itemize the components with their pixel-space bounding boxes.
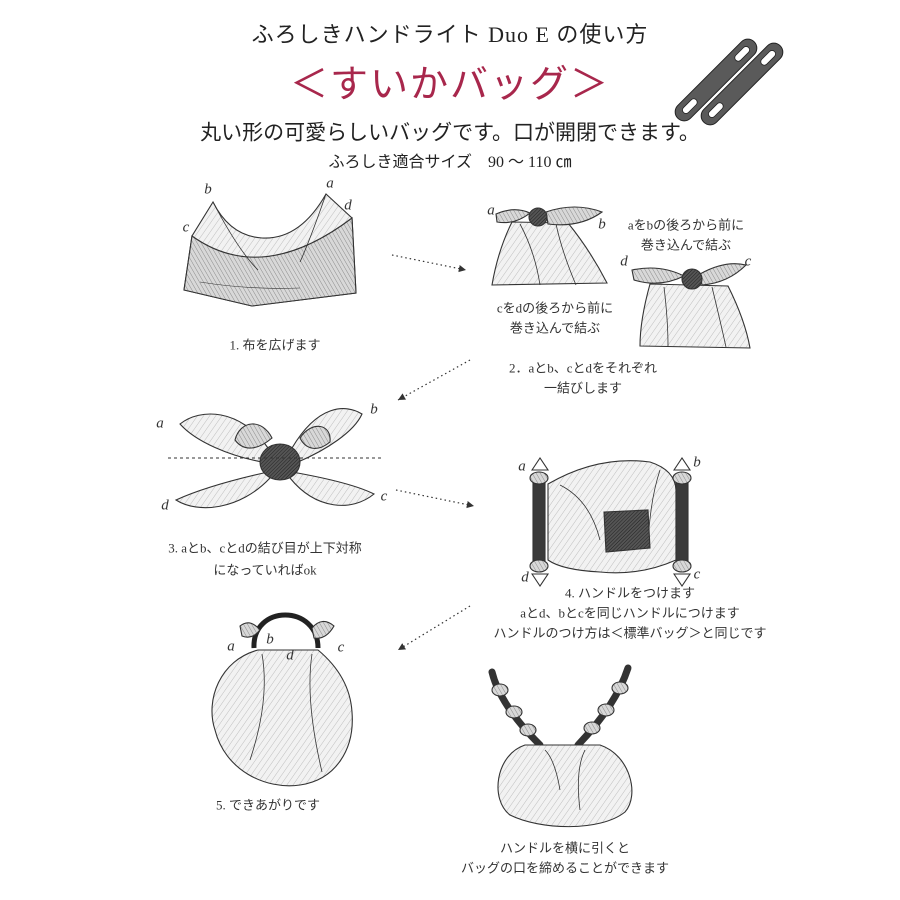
corner-labels: b a c d a b d c a b d c a b d c a b d c bbox=[156, 175, 751, 663]
step5-illustration bbox=[211, 612, 353, 787]
handle-pair-icon bbox=[674, 38, 784, 126]
dotted-arrow-icon bbox=[395, 489, 475, 509]
label-d: d bbox=[620, 253, 628, 269]
label-b: b bbox=[266, 631, 274, 647]
tip-caption-line1: ハンドルを横に引くと bbox=[499, 840, 631, 856]
tip-illustration bbox=[488, 664, 633, 828]
dotted-arrow-icon bbox=[397, 359, 471, 401]
label-d: d bbox=[161, 497, 169, 513]
step3-illustration bbox=[168, 408, 383, 509]
label-d: d bbox=[521, 569, 529, 585]
label-d: d bbox=[286, 647, 294, 663]
step4-caption-line3: ハンドルのつけ方は＜標準バッグ＞と同じです bbox=[493, 625, 767, 641]
label-c: c bbox=[381, 488, 388, 504]
label-c: c bbox=[694, 566, 701, 582]
step2-caption-line1: 2．aとb、cとdをそれぞれ bbox=[508, 360, 658, 376]
dotted-arrow-icon bbox=[391, 254, 467, 273]
step4-caption-line2: aとd、bとcを同じハンドルにつけます bbox=[520, 605, 740, 621]
step4-illustration bbox=[529, 457, 692, 587]
label-a: a bbox=[487, 202, 495, 218]
label-b: b bbox=[693, 454, 701, 470]
label-a: a bbox=[326, 175, 334, 191]
label-a: a bbox=[518, 458, 526, 474]
step5-caption: 5. できあがりです bbox=[215, 797, 321, 813]
step2-note-cd-line2: 巻き込んで結ぶ bbox=[509, 320, 601, 336]
label-d: d bbox=[344, 197, 352, 213]
step3-caption-line1: 3. aとb、cとdの結び目が上下対称 bbox=[168, 540, 362, 556]
dotted-arrow-icon bbox=[397, 605, 471, 651]
label-a: a bbox=[227, 638, 235, 654]
step2-caption-line2: 一結びします bbox=[543, 380, 623, 396]
label-b: b bbox=[370, 401, 378, 417]
step2-cd-knot-illustration bbox=[631, 263, 751, 349]
label-c: c bbox=[745, 253, 752, 269]
label-b: b bbox=[204, 181, 212, 197]
step2-note-ab-line2: 巻き込んで結ぶ bbox=[640, 237, 732, 253]
label-c: c bbox=[183, 219, 190, 235]
bag-name-subtitle: ＜すいかバッグ＞ bbox=[289, 64, 611, 106]
step1-illustration bbox=[183, 193, 357, 307]
label-c: c bbox=[338, 639, 345, 655]
label-a: a bbox=[156, 415, 164, 431]
tip-caption-line2: バッグの口を締めることができます bbox=[460, 860, 670, 876]
label-b: b bbox=[598, 216, 606, 232]
step2-note-ab-line1: aをbの後ろから前に bbox=[627, 217, 745, 233]
step2-ab-knot-illustration bbox=[491, 206, 608, 286]
step4-caption-line1: 4. ハンドルをつけます bbox=[564, 585, 696, 601]
size-spec: ふろしき適合サイズ 90 〜 110 ㎝ bbox=[328, 154, 572, 171]
page-title: ふろしきハンドライト Duo E の使い方 bbox=[251, 22, 649, 47]
step3-caption-line2: になっていればok bbox=[213, 562, 317, 578]
step2-note-cd-line1: cをdの後ろから前に bbox=[496, 300, 614, 316]
bag-description: 丸い形の可愛らしいバッグです。口が開閉できます。 bbox=[200, 120, 700, 145]
step1-caption: 1. 布を広げます bbox=[229, 337, 321, 353]
